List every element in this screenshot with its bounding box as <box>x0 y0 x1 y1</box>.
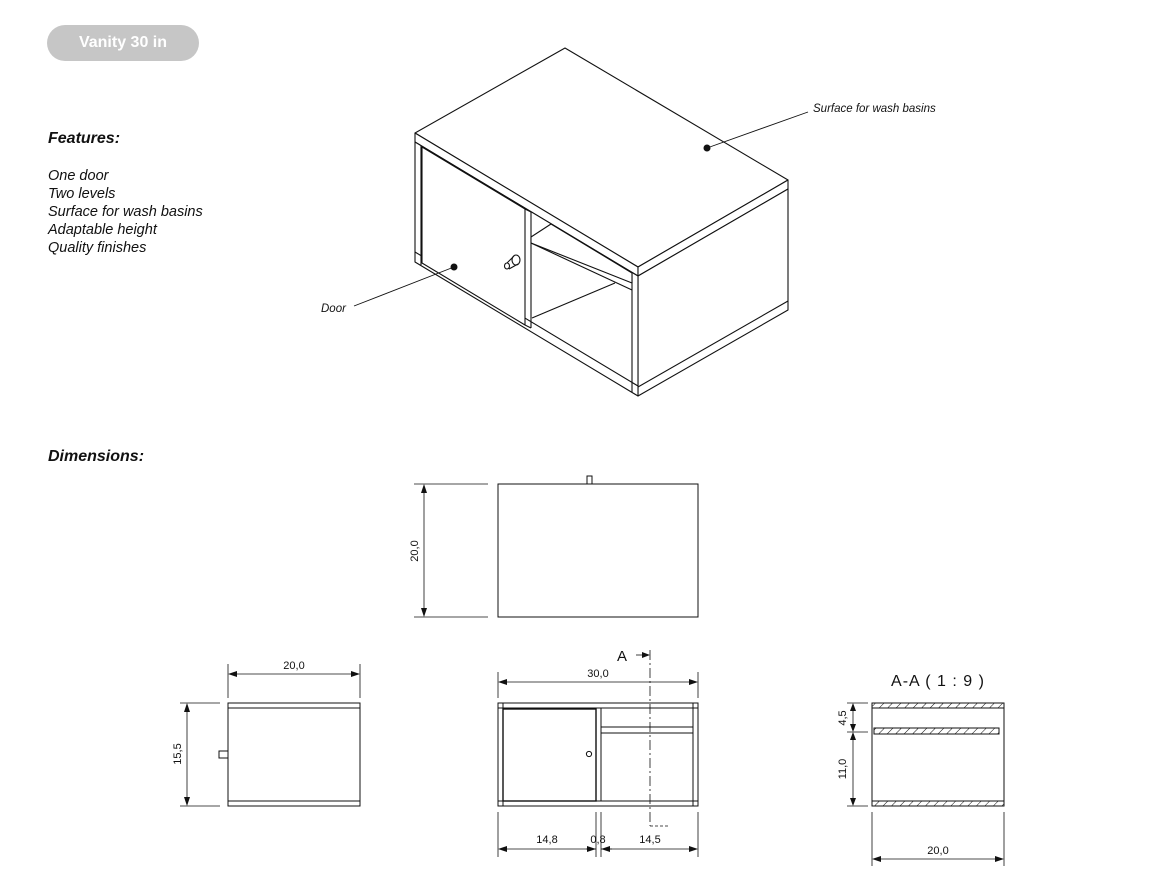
callout-door: Door <box>321 263 458 315</box>
dimensions-heading: Dimensions: <box>48 448 145 465</box>
front-view <box>497 650 699 857</box>
callout-surface-label: Surface for wash basins <box>813 103 936 115</box>
section-marker-label: A <box>617 648 627 665</box>
front-divider-label: 0,8 <box>590 834 605 846</box>
section-upper-label: 4,5 <box>837 710 849 725</box>
side-view <box>180 664 361 807</box>
top-view <box>414 475 699 618</box>
features-list: One door Two levels Surface for wash bas… <box>48 167 203 257</box>
section-title-label: A-A ( 1 : 9 ) <box>891 673 985 690</box>
feature-item: One door <box>48 168 109 184</box>
section-lower-label: 11,0 <box>837 759 849 780</box>
front-open-width-label: 14,5 <box>639 834 660 846</box>
section-view <box>847 702 1005 866</box>
side-height-label: 15,5 <box>172 743 184 764</box>
feature-item: Quality finishes <box>48 240 147 256</box>
side-width-label: 20,0 <box>283 660 304 672</box>
front-width-label: 30,0 <box>587 668 608 680</box>
feature-item: Two levels <box>48 186 116 202</box>
top-view-depth-label: 20,0 <box>409 540 421 561</box>
front-door-width-label: 14,8 <box>536 834 557 846</box>
door-knob <box>503 254 521 270</box>
section-width-label: 20,0 <box>927 845 948 857</box>
features-heading: Features: <box>48 130 121 147</box>
callout-surface: Surface for wash basins <box>703 103 936 152</box>
cabinet-shelf <box>530 223 633 284</box>
isometric-cabinet <box>414 47 789 397</box>
title-badge: Vanity 30 in <box>47 25 199 61</box>
feature-item: Surface for wash basins <box>48 204 203 220</box>
feature-item: Adaptable height <box>48 222 157 238</box>
callout-door-label: Door <box>321 303 347 315</box>
